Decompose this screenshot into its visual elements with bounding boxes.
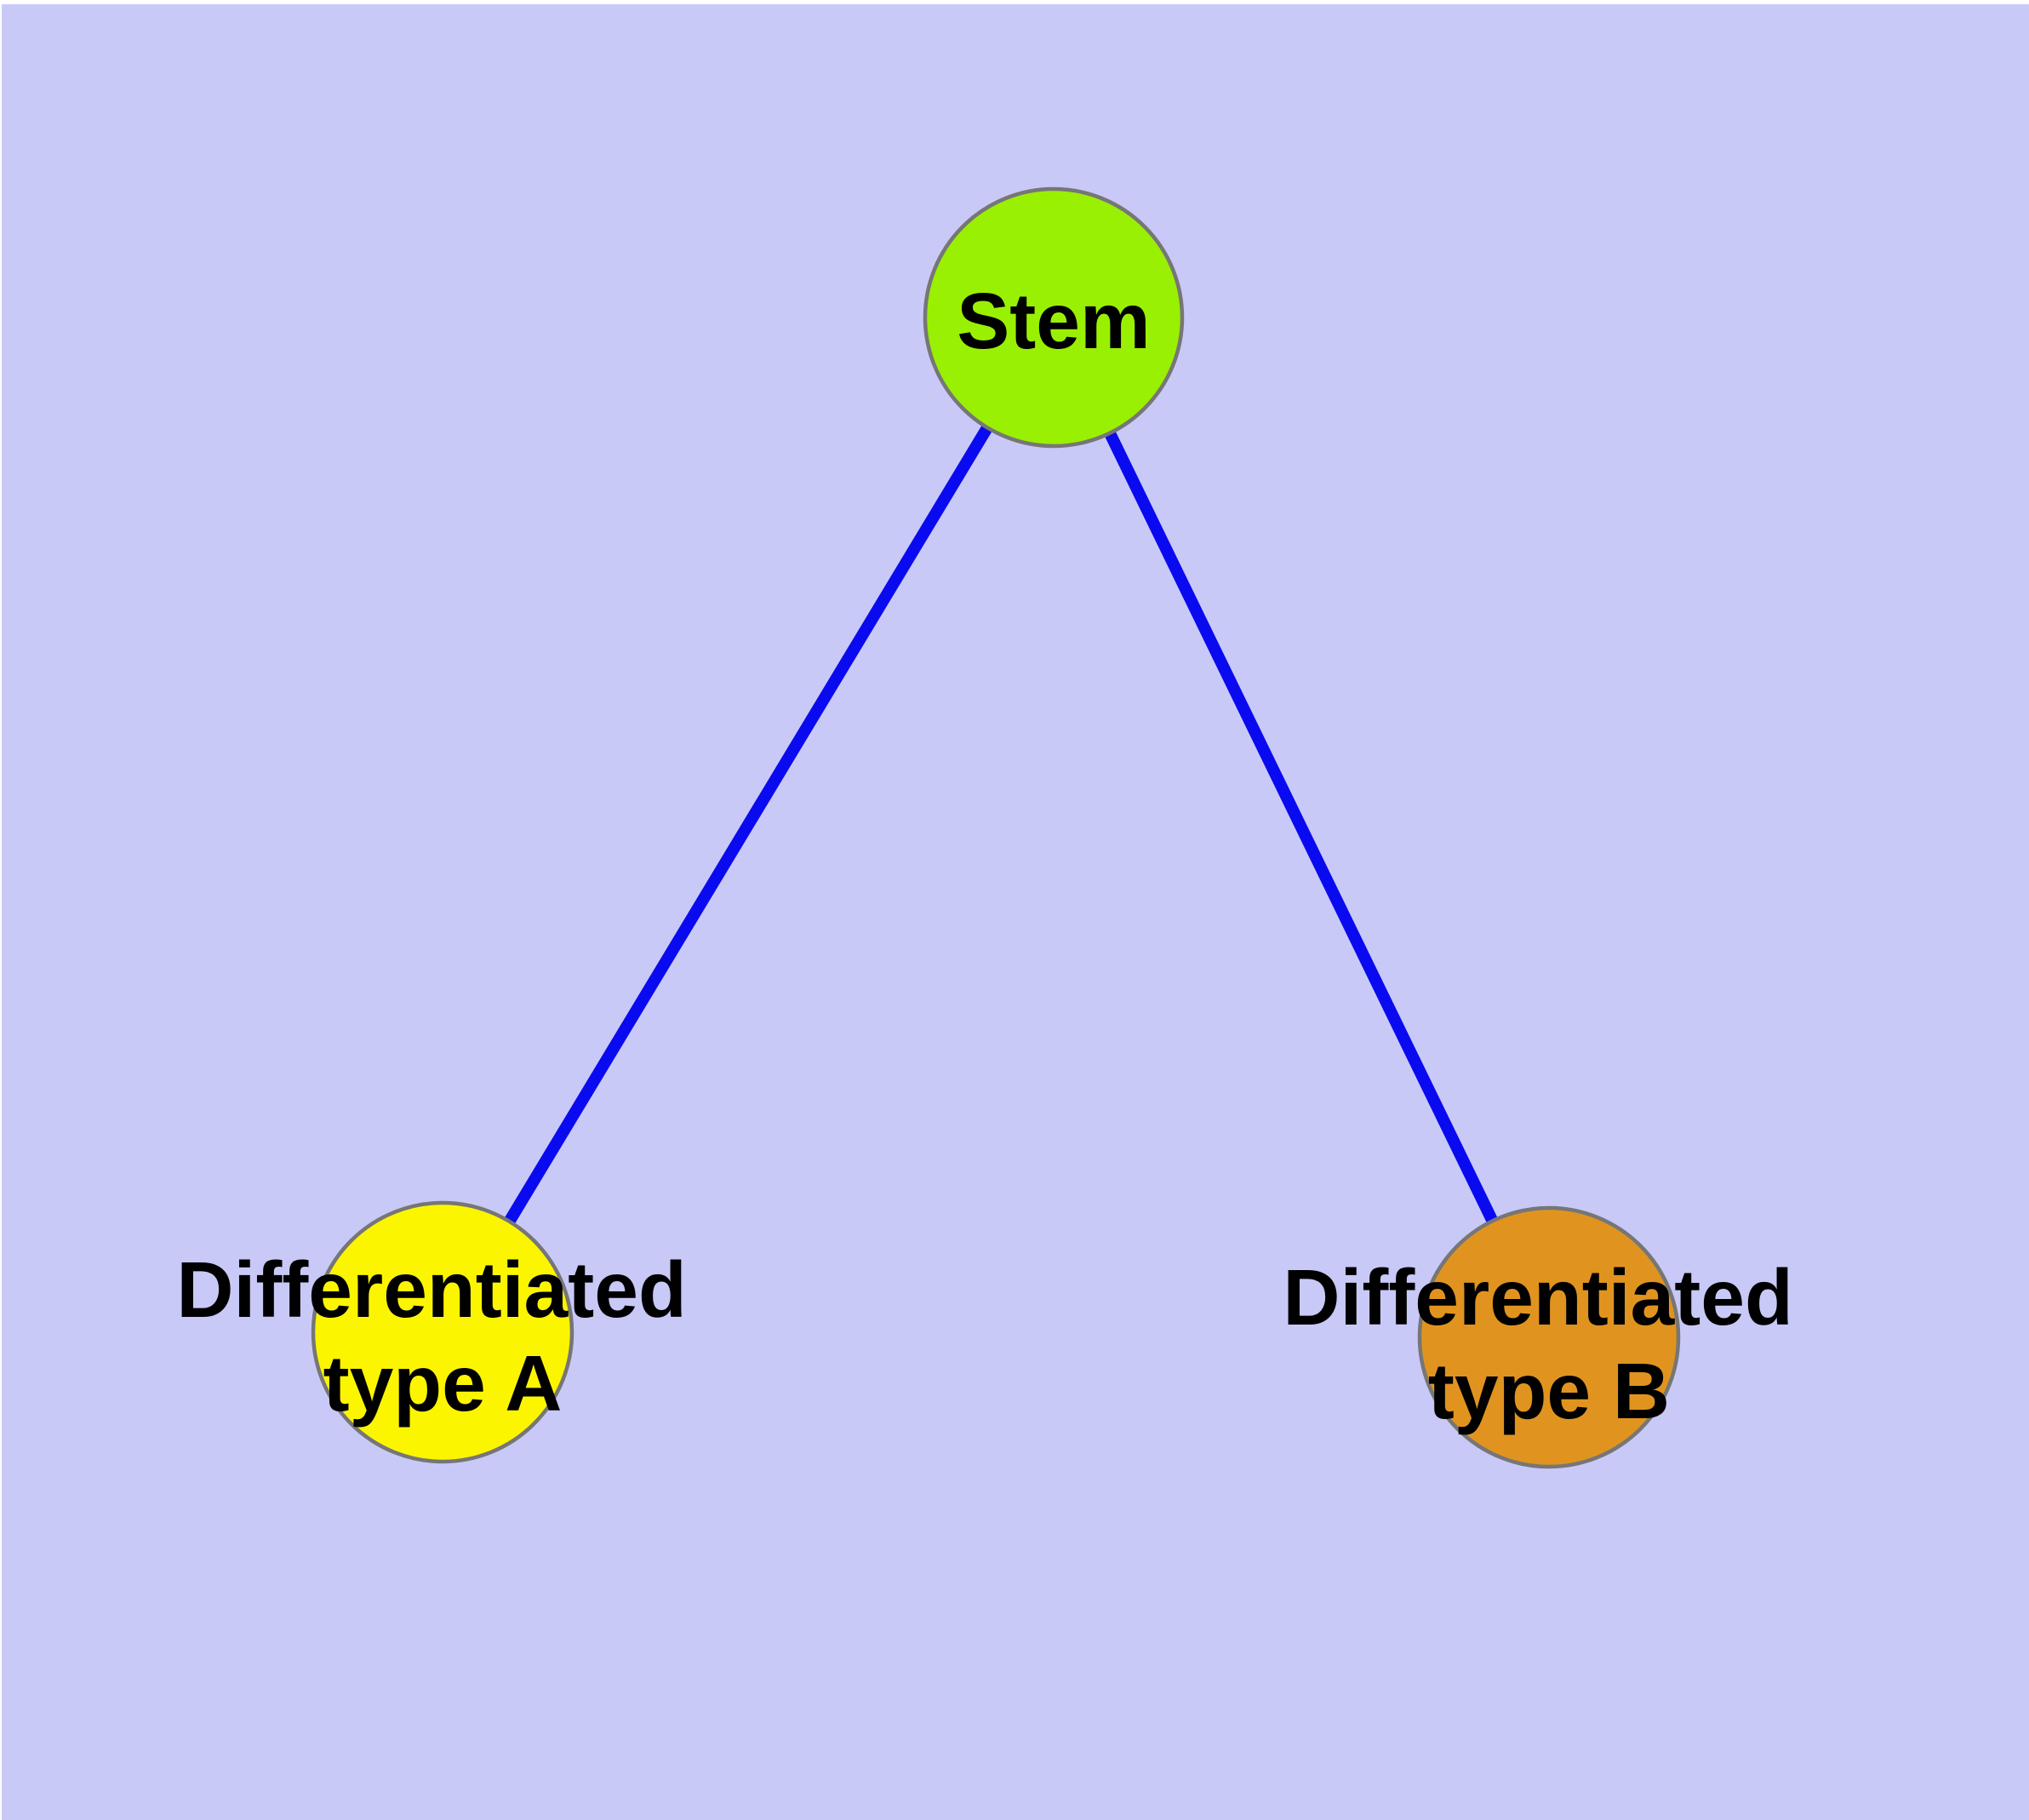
- node-type-a-label-line2: type A: [323, 1339, 563, 1428]
- node-type-a-circle: [311, 1200, 574, 1464]
- node-stem: Stem: [923, 186, 1185, 449]
- node-type-a-label: Differentiated type A: [176, 1245, 708, 1428]
- node-differentiated-type-b: Differentiated type B: [1283, 1205, 1815, 1469]
- edge-stem-to-type-a: [437, 314, 1059, 1336]
- edge-group: [437, 314, 1555, 1341]
- node-stem-label: Stem: [957, 277, 1150, 365]
- node-type-b-label: Differentiated type B: [1283, 1253, 1815, 1435]
- node-type-b-label-line1: Differentiated: [1283, 1253, 1792, 1342]
- node-type-a-label-line1: Differentiated: [176, 1245, 686, 1334]
- node-type-b-label-line2: type B: [1428, 1347, 1670, 1435]
- edge-stem-to-type-b: [1048, 314, 1555, 1341]
- node-differentiated-type-a: Differentiated type A: [176, 1200, 708, 1464]
- node-stem-circle: [923, 186, 1185, 449]
- node-type-b-circle: [1417, 1205, 1681, 1469]
